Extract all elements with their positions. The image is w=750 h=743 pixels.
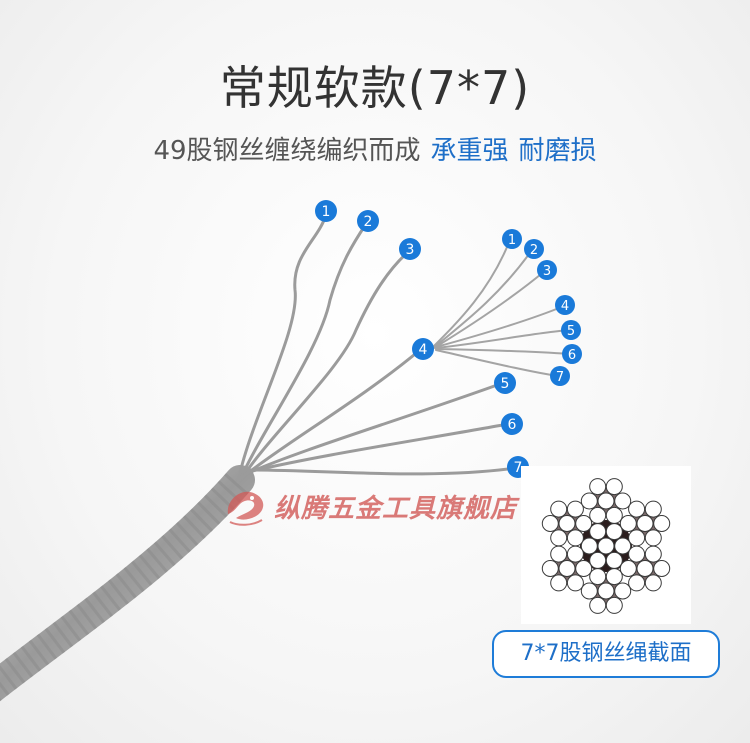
wire-circle — [566, 500, 584, 518]
wire-circle — [589, 478, 607, 496]
wire-circle — [653, 560, 671, 577]
wire-circle — [550, 500, 568, 518]
wire-circle — [605, 523, 623, 541]
wire-circle — [558, 560, 576, 577]
wire-circle — [541, 560, 559, 577]
strand-badge: 5 — [494, 372, 516, 394]
wire-circle — [558, 515, 576, 532]
right-strand-badges: 1 2 3 4 5 6 7 — [502, 229, 582, 386]
wire-circle — [589, 568, 607, 586]
svg-text:3: 3 — [543, 264, 551, 279]
store-watermark: 纵腾五金工具旗舰店 — [222, 484, 516, 528]
strand-badge: 2 — [357, 210, 379, 232]
svg-text:5: 5 — [501, 376, 510, 392]
subtitle: 49股钢丝缠绕编织而成承重强耐磨损 — [0, 130, 750, 167]
strand-badge: 1 — [502, 229, 522, 249]
wire-circle — [541, 515, 559, 532]
wire-circle — [614, 492, 632, 510]
strand-badge: 2 — [524, 239, 544, 259]
right-strands — [429, 239, 571, 377]
wire-circle — [605, 596, 623, 614]
strand-badge: 4 — [412, 338, 434, 360]
strand-badge: 3 — [399, 238, 421, 260]
subtitle-highlight-wear: 耐磨损 — [518, 136, 597, 166]
subtitle-main: 49股钢丝缠绕编织而成 — [153, 136, 421, 166]
wire-circle — [644, 529, 662, 547]
wire-rope-body — [0, 465, 255, 702]
wire-circle — [589, 523, 607, 541]
svg-text:2: 2 — [530, 243, 538, 258]
wire-circle — [580, 537, 598, 555]
wire-circle — [550, 545, 568, 563]
svg-text:6: 6 — [508, 417, 517, 433]
svg-text:4: 4 — [419, 342, 428, 358]
dragon-logo-icon — [227, 491, 264, 526]
svg-text:2: 2 — [364, 214, 373, 230]
cross-section-diagram — [521, 466, 691, 624]
wire-circle — [575, 560, 593, 577]
watermark-text: 纵腾五金工具旗舰店 — [274, 494, 518, 524]
wire-circle — [636, 560, 654, 577]
wire-circle — [644, 545, 662, 563]
strand-badge: 4 — [555, 295, 575, 315]
wire-circle — [605, 478, 623, 496]
wire-circle — [566, 529, 584, 547]
wire-circle — [614, 582, 632, 600]
wire-circle — [619, 560, 637, 577]
wire-circle — [636, 515, 654, 532]
svg-text:4: 4 — [561, 299, 569, 314]
wire-circle — [597, 537, 615, 555]
page-title: 常规软款(7*7) — [219, 61, 531, 115]
strand-badge: 6 — [562, 344, 582, 364]
wire-circle — [550, 529, 568, 547]
wire-circle — [653, 515, 671, 532]
cross-section-svg — [541, 478, 671, 614]
cross-section-caption: 7*7股钢丝绳截面 — [492, 630, 720, 678]
strand-badge: 1 — [315, 200, 337, 222]
svg-text:5: 5 — [567, 324, 575, 339]
wire-circle — [628, 529, 646, 547]
wire-circle — [644, 574, 662, 592]
wire-circle — [628, 545, 646, 563]
wire-circle — [619, 515, 637, 532]
strand-badge: 7 — [550, 366, 570, 386]
subtitle-highlight-strength: 承重强 — [430, 136, 509, 166]
wire-circle — [597, 582, 615, 600]
wire-circle — [550, 574, 568, 592]
wire-circle — [628, 500, 646, 518]
wire-circle — [628, 574, 646, 592]
wire-circle — [605, 551, 623, 569]
wire-circle — [580, 492, 598, 510]
wire-circle — [589, 506, 607, 524]
svg-text:7: 7 — [556, 370, 564, 385]
svg-text:3: 3 — [406, 242, 415, 258]
svg-text:1: 1 — [322, 204, 331, 220]
wire-circle — [605, 506, 623, 524]
strand-badge: 3 — [537, 260, 557, 280]
svg-text:7: 7 — [514, 460, 523, 476]
wire-circle — [644, 500, 662, 518]
wire-circle — [589, 551, 607, 569]
wire-circle — [614, 537, 632, 555]
strand-badge: 5 — [561, 320, 581, 340]
left-strand-badges: 1 2 3 4 5 6 7 — [315, 200, 529, 478]
wire-circle — [605, 568, 623, 586]
strand-badge: 6 — [501, 413, 523, 435]
left-strands — [236, 213, 518, 484]
svg-text:1: 1 — [508, 233, 516, 248]
wire-circle — [566, 545, 584, 563]
wire-circle — [580, 582, 598, 600]
wire-circle — [566, 574, 584, 592]
wire-circle — [575, 515, 593, 532]
wire-circle — [589, 596, 607, 614]
wire-circle — [597, 492, 615, 510]
svg-text:6: 6 — [568, 348, 576, 363]
